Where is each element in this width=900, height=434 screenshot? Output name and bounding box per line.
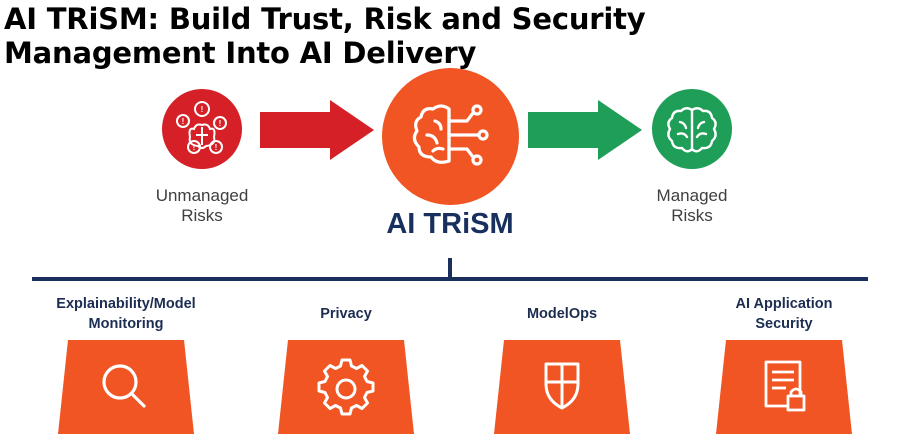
pillar-label-modelops: ModelOps bbox=[462, 304, 662, 324]
unmanaged-risks-circle: !!! !! bbox=[162, 89, 242, 169]
svg-text:!: ! bbox=[193, 143, 196, 152]
pillar-3-line-1: ModelOps bbox=[526, 306, 598, 322]
pillar-label-explainability: Explainability/Model Monitoring bbox=[26, 294, 226, 334]
ai-trism-label: AI TRiSM bbox=[386, 208, 514, 240]
managed-label-line-2: Risks bbox=[671, 206, 713, 225]
unmanaged-label-line-1: Unmanaged bbox=[155, 186, 249, 205]
pillar-1-line-2: Monitoring bbox=[88, 316, 164, 332]
pillar-ai-app-security bbox=[716, 340, 852, 434]
brain-circuit-icon bbox=[412, 103, 489, 166]
shield-icon bbox=[544, 362, 580, 410]
managed-risks-label: Managed Risks bbox=[622, 186, 762, 226]
connector-bar bbox=[32, 277, 868, 281]
pillar-explainability bbox=[58, 340, 194, 434]
pillar-1-line-1: Explainability/Model bbox=[56, 296, 196, 312]
pillar-4-line-1: AI Application bbox=[735, 296, 833, 312]
gear-icon bbox=[317, 358, 375, 416]
connector-stem bbox=[448, 258, 452, 280]
green-arrow bbox=[528, 100, 642, 160]
title-line-1: AI TRiSM: Build Trust, Risk and Security bbox=[4, 2, 646, 36]
svg-text:!: ! bbox=[182, 117, 185, 126]
pillar-2-line-1: Privacy bbox=[320, 306, 372, 322]
managed-label-line-1: Managed bbox=[656, 186, 728, 205]
ai-trism-circle bbox=[382, 68, 519, 205]
svg-text:!: ! bbox=[219, 119, 222, 128]
page-title: AI TRiSM: Build Trust, Risk and Security… bbox=[4, 2, 894, 70]
pillar-label-ai-app-security: AI Application Security bbox=[684, 294, 884, 334]
brain-icon bbox=[667, 107, 717, 153]
pillar-modelops bbox=[494, 340, 630, 434]
brain-warning-icon: !!! !! bbox=[176, 101, 227, 154]
svg-text:!: ! bbox=[215, 143, 218, 152]
unmanaged-label-line-2: Risks bbox=[181, 206, 223, 225]
search-icon bbox=[102, 364, 146, 408]
red-arrow bbox=[260, 100, 374, 160]
title-line-2: Management Into AI Delivery bbox=[4, 36, 477, 70]
secure-server-icon bbox=[764, 360, 806, 412]
pillar-privacy bbox=[278, 340, 414, 434]
pillar-4-line-2: Security bbox=[755, 316, 813, 332]
unmanaged-risks-label: Unmanaged Risks bbox=[132, 186, 272, 226]
pillar-label-privacy: Privacy bbox=[246, 304, 446, 324]
managed-risks-circle bbox=[652, 89, 732, 169]
svg-text:!: ! bbox=[201, 105, 204, 114]
